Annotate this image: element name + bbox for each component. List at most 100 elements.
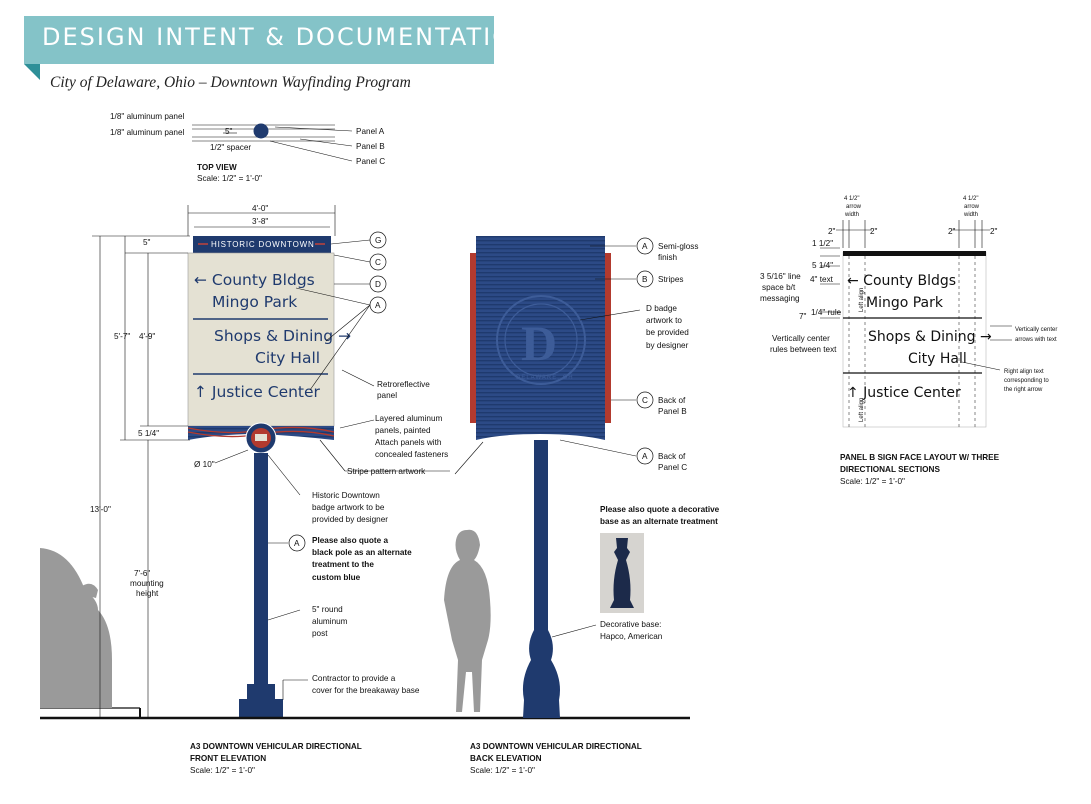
top-dim-5: 5" bbox=[225, 127, 233, 136]
sign-header-text: HISTORIC DOWNTOWN bbox=[211, 240, 315, 249]
header-banner bbox=[24, 16, 494, 64]
front-note-pole2: black pole as an alternate bbox=[312, 548, 412, 557]
front-dim-57: 5'-7" bbox=[114, 332, 130, 341]
front-row-justice: ↑ Justice Center bbox=[194, 383, 321, 401]
top-panel2-label: 1/8" aluminum panel bbox=[110, 128, 185, 137]
back-caption1: A3 DOWNTOWN VEHICULAR DIRECTIONAL bbox=[470, 742, 642, 751]
front-note-cover2: cover for the breakaway base bbox=[312, 686, 420, 695]
layout-left-align2: Left align bbox=[859, 398, 865, 422]
back-callout-b: B bbox=[642, 275, 648, 284]
front-dim-49: 4'-9" bbox=[139, 332, 155, 341]
person-silhouette bbox=[444, 529, 491, 712]
front-note-cover1: Contractor to provide a bbox=[312, 674, 396, 683]
layout-arrow-lbl1: arrow bbox=[846, 204, 862, 210]
front-note-post2: aluminum bbox=[312, 617, 348, 626]
sign-header-bar bbox=[193, 236, 331, 253]
front-note-layered1: Layered aluminum bbox=[375, 414, 443, 423]
top-panel-b: Panel B bbox=[356, 142, 385, 151]
back-note-dbadge1: D badge bbox=[646, 304, 677, 313]
back-note-stripes: Stripes bbox=[658, 275, 683, 284]
layout-d4text: 4" text bbox=[810, 275, 834, 284]
front-dim-13: 13'-0" bbox=[90, 505, 111, 514]
back-note-dbadge3: be provided bbox=[646, 328, 689, 337]
back-decorative-base bbox=[522, 630, 560, 718]
car-silhouette bbox=[40, 548, 112, 708]
banner-tail bbox=[24, 64, 40, 80]
back-pole bbox=[534, 440, 548, 630]
top-panel1-label: 1/8" aluminum panel bbox=[110, 112, 185, 121]
layout-linespace3: messaging bbox=[760, 294, 800, 303]
back-red-edge-left bbox=[470, 253, 477, 423]
front-callout-a: A bbox=[375, 301, 381, 310]
front-pole-base bbox=[247, 684, 275, 701]
front-dim-diameter: Ø 10" bbox=[194, 460, 215, 469]
back-note-backc2: Panel C bbox=[658, 463, 687, 472]
front-callout-d: D bbox=[375, 280, 381, 289]
back-badge-ring: DELAWARE, OH bbox=[516, 375, 574, 381]
back-callout-a2: A bbox=[642, 452, 648, 461]
page-title: DESIGN INTENT & DOCUMENTATION bbox=[42, 23, 534, 51]
front-note-badge2: badge artwork to be bbox=[312, 503, 385, 512]
top-spacer-label: 1/2" spacer bbox=[210, 143, 251, 152]
layout-linespace2: space b/t bbox=[762, 283, 796, 292]
back-red-edge-right bbox=[604, 253, 611, 423]
layout-top-rule bbox=[843, 251, 986, 256]
front-note-badge3: provided by designer bbox=[312, 515, 388, 524]
layout-width-lbl2: width bbox=[963, 212, 978, 218]
layout-arrow-w1: 4 1/2" bbox=[844, 196, 859, 202]
back-note-deco1: Please also quote a decorative bbox=[600, 505, 720, 514]
layout-ra1: Right align text bbox=[1004, 369, 1044, 375]
layout-caption1: PANEL B SIGN FACE LAYOUT W/ THREE bbox=[840, 453, 1000, 462]
back-note-base1: Decorative base: bbox=[600, 620, 661, 629]
back-caption2: BACK ELEVATION bbox=[470, 754, 542, 763]
front-note-layered3: Attach panels with bbox=[375, 438, 442, 447]
front-callout-g: G bbox=[375, 236, 381, 245]
top-view-scale: Scale: 1/2" = 1'-0" bbox=[197, 174, 262, 183]
front-caption2: FRONT ELEVATION bbox=[190, 754, 266, 763]
top-panel-a: Panel A bbox=[356, 127, 385, 136]
front-note-post3: post bbox=[312, 629, 328, 638]
layout-d2d: 2" bbox=[990, 227, 998, 236]
back-panel bbox=[476, 236, 605, 440]
front-note-pole4: custom blue bbox=[312, 573, 361, 582]
layout-ra2: corresponding to bbox=[1004, 378, 1049, 384]
front-row-mingo: Mingo Park bbox=[212, 293, 297, 311]
back-note-backb1: Back of bbox=[658, 396, 686, 405]
layout-row-cityhall: City Hall bbox=[908, 351, 967, 367]
back-badge-letter: D bbox=[521, 315, 557, 371]
front-note-badge1: Historic Downtown bbox=[312, 491, 380, 500]
layout-caption2: DIRECTIONAL SECTIONS bbox=[840, 465, 940, 474]
layout-d514: 5 1/4" bbox=[812, 261, 833, 270]
layout-row-justice: ↑ Justice Center bbox=[847, 385, 961, 401]
layout-arrow-w2: 4 1/2" bbox=[963, 196, 978, 202]
layout-d2c: 2" bbox=[948, 227, 956, 236]
back-callout-a: A bbox=[642, 242, 648, 251]
back-note-semi2: finish bbox=[658, 253, 678, 262]
panel-b-layout: 4 1/2" arrow width 4 1/2" arrow width 2"… bbox=[760, 196, 1057, 486]
top-view: 1/8" aluminum panel 1/8" aluminum panel … bbox=[110, 112, 385, 183]
layout-d2b: 2" bbox=[870, 227, 878, 236]
front-note-pole1: Please also quote a bbox=[312, 536, 388, 545]
back-note-base2: Hapco, American bbox=[600, 632, 663, 641]
front-dim-5: 5" bbox=[143, 238, 151, 247]
front-dim-76: 7'-6" bbox=[134, 569, 150, 578]
layout-row-county: ← County Bldgs bbox=[847, 273, 956, 289]
layout-row-shops: Shops & Dining → bbox=[868, 329, 992, 345]
back-d-badge bbox=[496, 295, 586, 385]
front-dim-height: height bbox=[136, 589, 159, 598]
layout-left-align1: Left align bbox=[859, 288, 865, 312]
layout-d7: 7" bbox=[799, 312, 807, 321]
layout-width-lbl1: width bbox=[844, 212, 859, 218]
back-note-semi1: Semi-gloss bbox=[658, 242, 699, 251]
layout-vc2: rules between text bbox=[770, 345, 837, 354]
layout-vc1: Vertically center bbox=[772, 334, 830, 343]
front-dim-514: 5 1/4" bbox=[138, 429, 159, 438]
back-note-backc1: Back of bbox=[658, 452, 686, 461]
front-row-cityhall: City Hall bbox=[255, 349, 320, 367]
front-callout-c: C bbox=[375, 258, 381, 267]
back-scale: Scale: 1/2" = 1'-0" bbox=[470, 766, 535, 775]
back-note-deco2: base as an alternate treatment bbox=[600, 517, 718, 526]
front-note-layered4: concealed fasteners bbox=[375, 450, 448, 459]
